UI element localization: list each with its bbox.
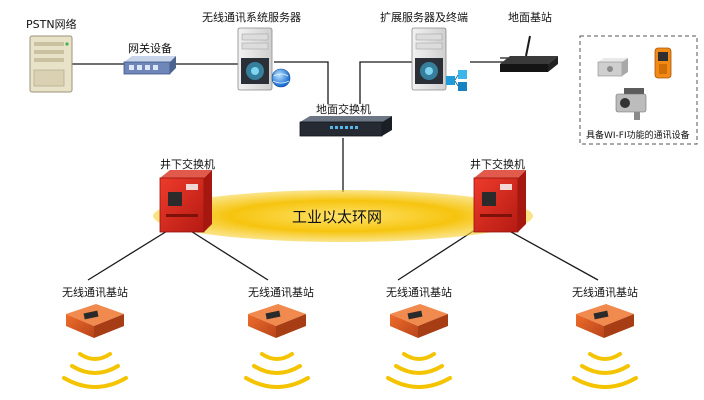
router-icon bbox=[500, 35, 558, 72]
link-ext-server-switch bbox=[359, 61, 412, 104]
wifi-devices-label: 具备WI-FI功能的通讯设备 bbox=[586, 131, 690, 141]
wifi-signal-icon bbox=[572, 352, 638, 389]
link-right-switch-bs4 bbox=[503, 227, 599, 281]
gateway-label: 网关设备 bbox=[128, 42, 172, 55]
rack-switch-icon bbox=[299, 116, 392, 137]
industrial-ring bbox=[153, 190, 533, 242]
network-nodes-icon bbox=[446, 70, 467, 91]
wifi-signal-icon bbox=[386, 352, 452, 389]
pstn-label: PSTN网络 bbox=[26, 18, 77, 31]
link-left-switch-bs1 bbox=[87, 227, 173, 281]
base-station-icon bbox=[576, 304, 634, 338]
ground-switch-label: 地面交换机 bbox=[316, 103, 371, 116]
server-icon bbox=[29, 35, 73, 93]
link-right-switch-bs3 bbox=[397, 227, 479, 281]
underground-switch-right-label: 井下交换机 bbox=[470, 158, 525, 171]
underground-switch-left-label: 井下交换机 bbox=[160, 158, 215, 171]
base-station-icon bbox=[66, 304, 124, 338]
ring-label: 工业以太环网 bbox=[292, 208, 383, 226]
ext-server-label: 扩展服务器及终端 bbox=[380, 11, 468, 24]
link-left-switch-bs2 bbox=[185, 227, 269, 281]
comm-server-label: 无线通讯系统服务器 bbox=[202, 11, 301, 24]
phone-icon bbox=[654, 47, 672, 79]
base-station-icon bbox=[248, 304, 306, 338]
gateway-icon bbox=[597, 58, 628, 77]
server-icon bbox=[237, 27, 273, 91]
base-station-4-label: 无线通讯基站 bbox=[572, 286, 638, 299]
base-station-1-label: 无线通讯基站 bbox=[62, 286, 128, 299]
wifi-signal-icon bbox=[244, 352, 310, 389]
server-icon bbox=[411, 27, 447, 91]
base-station-icon bbox=[390, 304, 448, 338]
ground-station-label: 地面基站 bbox=[508, 11, 552, 24]
globe-icon bbox=[271, 68, 291, 88]
wifi-devices-box bbox=[579, 35, 698, 145]
industrial-switch-icon bbox=[159, 170, 212, 233]
base-station-3-label: 无线通讯基站 bbox=[386, 286, 452, 299]
camera-icon bbox=[615, 88, 647, 120]
base-station-2-label: 无线通讯基站 bbox=[248, 286, 314, 299]
link-server-switch bbox=[274, 61, 329, 104]
gateway-icon bbox=[123, 56, 176, 75]
wifi-signal-icon bbox=[62, 352, 128, 389]
industrial-switch-icon bbox=[473, 170, 526, 233]
